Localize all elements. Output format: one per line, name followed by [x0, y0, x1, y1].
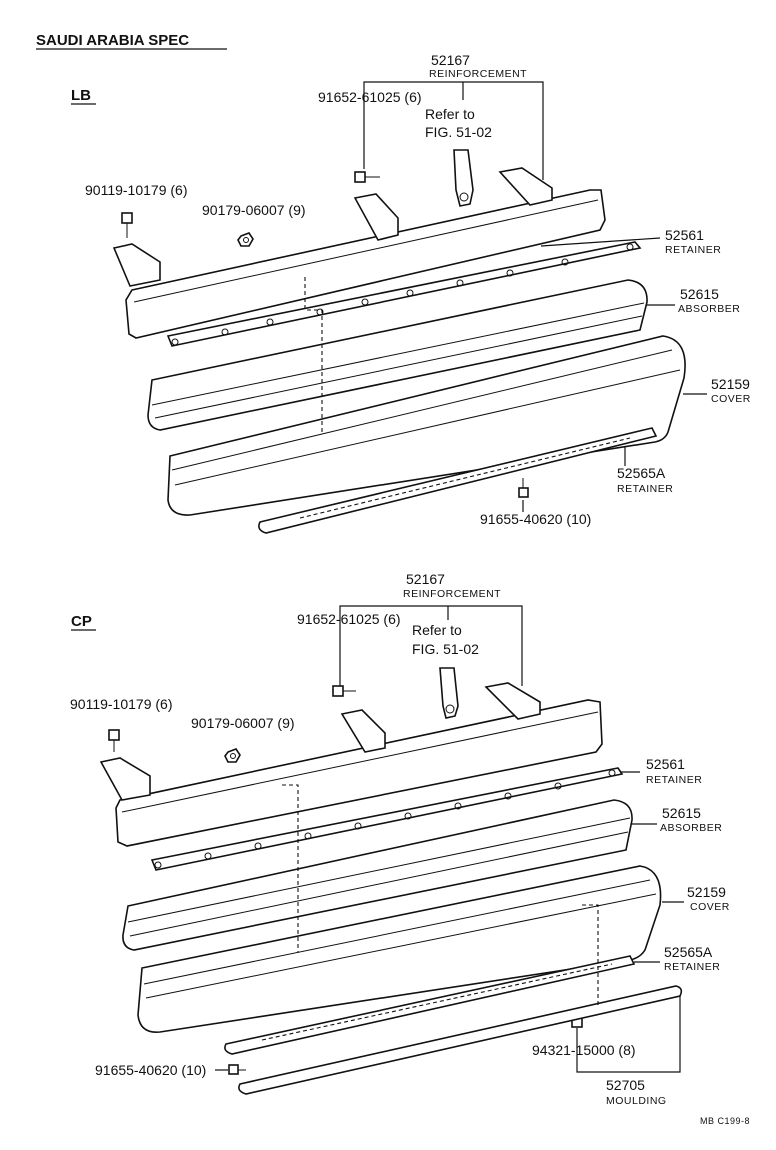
alignment-line	[282, 784, 299, 952]
label-refer-line1: Refer to	[412, 622, 462, 638]
label-refer-line2: FIG. 51-02	[425, 124, 492, 140]
label-retainer-upper-name: RETAINER	[665, 244, 721, 256]
label-refer-line2: FIG. 51-02	[412, 641, 479, 657]
bolt-top-icon	[354, 171, 380, 183]
label-moulding-number: 52705	[606, 1077, 645, 1093]
label-bolt-top: 91652-61025 (6)	[297, 611, 401, 627]
label-nut: 90179-06007 (9)	[202, 202, 306, 218]
label-retainer-lower-number: 52565A	[617, 465, 666, 481]
label-cover-number: 52159	[711, 376, 750, 392]
screw-icon	[228, 1064, 246, 1075]
leader-moulding	[576, 994, 681, 1073]
page-title: SAUDI ARABIA SPEC	[36, 32, 189, 49]
section-code: LB	[71, 87, 91, 104]
leader-reinforcement	[339, 605, 523, 686]
label-retainer-upper-number: 52561	[646, 756, 685, 772]
label-bolt-left: 90119-10179 (6)	[85, 182, 187, 198]
label-bolt-top: 91652-61025 (6)	[318, 89, 422, 105]
label-retainer-lower-name: RETAINER	[664, 961, 720, 973]
retainer-lower-strip	[224, 955, 636, 1055]
label-reinforcement-name: REINFORCEMENT	[403, 588, 501, 600]
label-refer-line1: Refer to	[425, 106, 475, 122]
section-cp: CP 52167 REINFORCEMENT 91652-61025 (6) R…	[70, 571, 730, 1107]
absorber-block	[122, 799, 633, 951]
cover-shell	[137, 865, 662, 1033]
nut-icon	[237, 232, 254, 247]
label-absorber-name: ABSORBER	[660, 822, 722, 834]
reinforcement-beam	[112, 167, 606, 339]
absorber-block	[147, 279, 648, 431]
retainer-upper-strip	[166, 241, 642, 347]
alignment-line-clip	[582, 904, 599, 1008]
reinforcement-beam	[99, 682, 603, 847]
leader-retainer-upper	[540, 237, 661, 247]
cover-shell	[167, 335, 686, 516]
drawing-code: MB C199-8	[700, 1116, 750, 1126]
leader-reinforcement	[363, 81, 544, 180]
alignment-line	[304, 277, 323, 432]
label-retainer-upper-number: 52561	[665, 227, 704, 243]
moulding-strip	[238, 985, 683, 1095]
label-cover-number: 52159	[687, 884, 726, 900]
bolt-top-icon	[332, 685, 356, 697]
section-lb: LB 52167 REINFORCEMENT 91652-61025 (6) R…	[71, 52, 751, 534]
label-screw: 91655-40620 (10)	[480, 511, 591, 527]
label-reinforcement-number: 52167	[406, 571, 445, 587]
nut-icon	[224, 748, 241, 763]
section-code: CP	[71, 613, 92, 630]
label-cover-name: COVER	[711, 393, 751, 405]
label-retainer-lower-number: 52565A	[664, 944, 713, 960]
label-retainer-lower-name: RETAINER	[617, 483, 673, 495]
retainer-upper-strip	[150, 767, 624, 871]
label-nut: 90179-06007 (9)	[191, 715, 295, 731]
label-absorber-number: 52615	[680, 286, 719, 302]
label-clip: 94321-15000 (8)	[532, 1042, 636, 1058]
label-cover-name: COVER	[690, 901, 730, 913]
bolt-left-icon	[108, 729, 120, 752]
label-moulding-name: MOULDING	[606, 1095, 667, 1107]
label-absorber-name: ABSORBER	[678, 303, 740, 315]
label-reinforcement-name: REINFORCEMENT	[429, 68, 527, 80]
screw-icon	[518, 478, 529, 498]
bracket-icon	[439, 667, 459, 719]
label-retainer-upper-name: RETAINER	[646, 774, 702, 786]
label-absorber-number: 52615	[662, 805, 701, 821]
retainer-lower-strip	[258, 427, 658, 534]
label-screw: 91655-40620 (10)	[95, 1062, 206, 1078]
label-reinforcement-number: 52167	[431, 52, 470, 68]
label-bolt-left: 90119-10179 (6)	[70, 696, 172, 712]
bracket-icon	[453, 149, 474, 207]
bolt-left-icon	[121, 212, 133, 238]
